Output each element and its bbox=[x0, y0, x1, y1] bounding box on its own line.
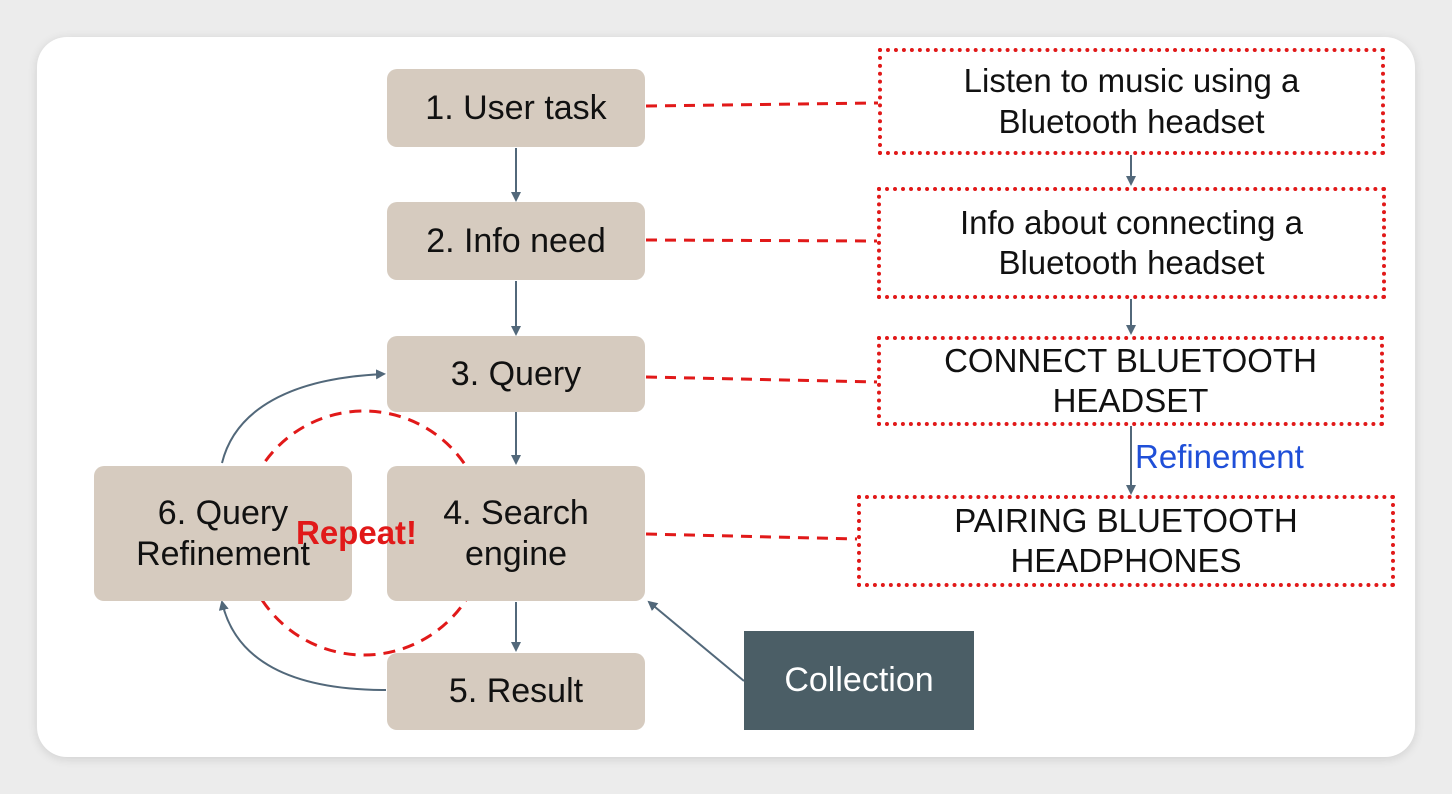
note-user-task-line1: Listen to music using a bbox=[963, 62, 1300, 100]
arrow-result-to-refinement bbox=[218, 600, 387, 691]
note-info-need-line2: Bluetooth headset bbox=[998, 244, 1265, 281]
node-query: 3. Query bbox=[387, 336, 645, 412]
collection-label: Collection bbox=[784, 661, 934, 699]
node-user-task: 1. User task bbox=[387, 69, 645, 147]
note-refined-query-example: PAIRING BLUETOOTH HEADPHONES bbox=[857, 495, 1395, 587]
node-search-engine: 4. Search engine bbox=[387, 466, 645, 601]
node-result: 5. Result bbox=[387, 653, 645, 730]
node-search-engine-line1: 4. Search bbox=[443, 493, 589, 532]
note-refined-query-line1: PAIRING BLUETOOTH bbox=[954, 501, 1298, 539]
node-query-refinement-line2: Refinement bbox=[136, 534, 310, 573]
node-query-refinement-line1: 6. Query bbox=[157, 493, 289, 532]
note-user-task-line2: Bluetooth headset bbox=[998, 102, 1265, 140]
note-query-line1: CONNECT BLUETOOTH bbox=[944, 341, 1317, 379]
node-info-need-label: 2. Info need bbox=[426, 221, 606, 260]
node-search-engine-line2: engine bbox=[464, 534, 568, 573]
collection-box: Collection bbox=[744, 631, 974, 730]
node-user-task-label: 1. User task bbox=[425, 88, 607, 127]
note-refined-query-line2: HEADPHONES bbox=[1010, 542, 1242, 579]
note-query-example: CONNECT BLUETOOTH HEADSET bbox=[877, 336, 1384, 426]
dashed-link-need bbox=[645, 238, 879, 243]
arrow-collection-to-engine bbox=[647, 600, 745, 682]
note-info-need-example: Info about connecting a Bluetooth headse… bbox=[877, 187, 1386, 299]
dashed-link-query bbox=[645, 375, 879, 384]
dashed-link-task bbox=[645, 101, 879, 108]
note-user-task-example: Listen to music using a Bluetooth headse… bbox=[878, 48, 1385, 155]
arrow-refinement-to-query bbox=[221, 369, 386, 464]
node-query-refinement: 6. Query Refinement bbox=[94, 466, 352, 601]
node-info-need: 2. Info need bbox=[387, 202, 645, 280]
node-query-label: 3. Query bbox=[450, 354, 582, 393]
node-result-label: 5. Result bbox=[448, 672, 584, 711]
repeat-label: Repeat! bbox=[296, 514, 418, 551]
dashed-link-engine bbox=[645, 532, 859, 541]
note-query-line2: HEADSET bbox=[1052, 382, 1209, 419]
refinement-label: Refinement bbox=[1135, 438, 1304, 475]
note-info-need-line1: Info about connecting a bbox=[959, 203, 1304, 241]
